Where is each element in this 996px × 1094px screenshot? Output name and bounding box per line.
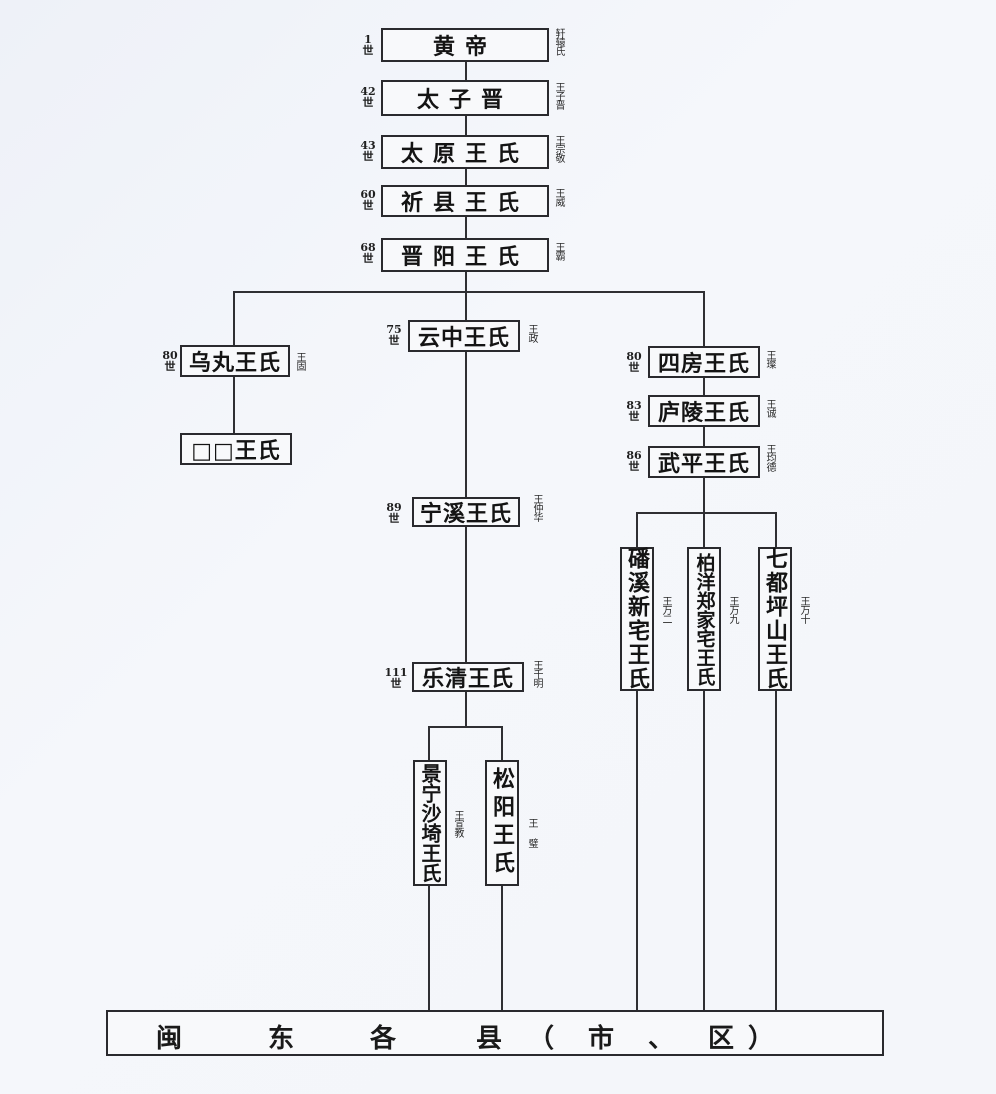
branch-bar-jinyang: [233, 291, 705, 293]
line-boyang-bottom: [703, 690, 705, 1011]
destination-char: ）: [748, 1024, 775, 1054]
node-ningxi: 宁溪王氏: [412, 497, 520, 527]
line-to-panxi: [636, 512, 638, 548]
line-wuping-split: [703, 478, 705, 514]
branch-bar-wuping: [636, 512, 776, 514]
line-wuwan-to-unknown: [233, 375, 235, 435]
branch-bar-leqing: [428, 726, 502, 728]
destination-char: 县: [476, 1024, 503, 1054]
line-jingning-bottom: [428, 885, 430, 1011]
node-taizijin: 太子晋: [381, 80, 549, 116]
destination-char: 闽: [156, 1024, 183, 1054]
node-note: 王宣教: [452, 810, 463, 837]
node-unknown: □□王氏: [180, 433, 292, 465]
node-note: 王璧: [526, 818, 537, 858]
node-panxi: 磻溪新宅王氏: [620, 547, 654, 691]
line-to-sifang: [703, 291, 705, 347]
node-note: 王政: [526, 324, 537, 342]
node-note: 王诚: [764, 399, 775, 417]
node-taiyuan: 太原王氏: [381, 135, 549, 169]
node-huangdi: 黄帝: [381, 28, 549, 62]
node-qixian: 祈县王氏: [381, 185, 549, 217]
destination-char: 市: [588, 1024, 615, 1054]
node-leqing: 乐清王氏: [412, 662, 524, 692]
node-yunzhong: 云中王氏: [408, 320, 520, 352]
node-note: 王千明: [531, 660, 542, 687]
node-jinyang: 晋阳王氏: [381, 238, 549, 272]
destination-char: 东: [268, 1024, 295, 1054]
node-wuwan: 乌丸王氏: [180, 345, 290, 377]
node-songyang: 松阳王氏: [485, 760, 519, 886]
node-luling: 庐陵王氏: [648, 395, 760, 427]
node-wuping: 武平王氏: [648, 446, 760, 478]
line-to-songyang: [501, 726, 503, 762]
line-qidu-bottom: [775, 690, 777, 1011]
node-note: 王万十: [798, 596, 809, 623]
line-panxi-bottom: [636, 690, 638, 1011]
node-note: 王宗敬: [553, 135, 564, 162]
trunk-line-lower: [465, 350, 467, 500]
node-sifang: 四房王氏: [648, 346, 760, 378]
destination-char: 区: [708, 1024, 735, 1054]
line-to-qidu: [775, 512, 777, 548]
node-note: 王固: [294, 352, 305, 370]
node-note: 王万二: [660, 596, 671, 623]
node-jingning: 景宁沙埼王氏: [413, 760, 447, 886]
node-note: 王璨: [764, 350, 775, 368]
node-boyang: 柏洋郑家宅王氏: [687, 547, 721, 691]
line-sifang-luling: [703, 377, 705, 397]
node-note: 轩辕氏: [553, 28, 564, 55]
trunk-line-ningxi-leqing: [465, 525, 467, 665]
destination-char: 各: [370, 1024, 397, 1054]
node-note: 王威: [553, 188, 564, 206]
line-to-boyang: [703, 512, 705, 548]
destination-box: 闽 东 各 县 （ 市 、 区 ）: [106, 1010, 884, 1056]
node-qidu: 七都坪山王氏: [758, 547, 792, 691]
destination-char: 、: [648, 1024, 675, 1054]
trunk-line-leqing-split: [465, 690, 467, 728]
node-note: 王霸: [553, 242, 564, 260]
line-songyang-bottom: [501, 885, 503, 1011]
node-note: 王万九: [727, 596, 738, 623]
destination-char: （: [528, 1024, 555, 1054]
line-luling-wuping: [703, 425, 705, 447]
line-to-jingning: [428, 726, 430, 762]
line-to-wuwan: [233, 291, 235, 347]
node-note: 王均德: [764, 444, 775, 471]
node-note: 王仲华: [531, 494, 542, 521]
node-note: 王子晋: [553, 82, 564, 109]
